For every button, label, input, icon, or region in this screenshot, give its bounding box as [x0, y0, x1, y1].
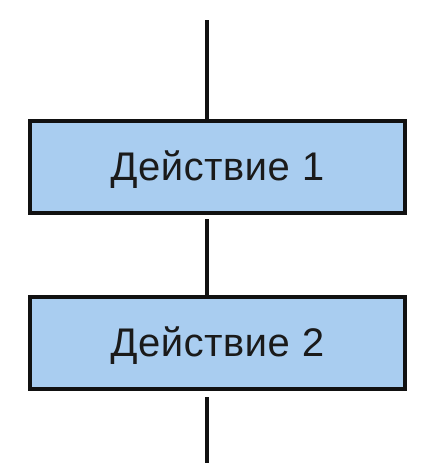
connector-line-top — [205, 20, 209, 119]
action-label-1: Действие 1 — [110, 144, 325, 189]
connector-line-middle — [205, 219, 209, 295]
action-box-1: Действие 1 — [28, 119, 407, 215]
action-box-2: Действие 2 — [28, 295, 407, 391]
action-label-2: Действие 2 — [110, 320, 325, 365]
connector-line-bottom — [205, 397, 209, 463]
